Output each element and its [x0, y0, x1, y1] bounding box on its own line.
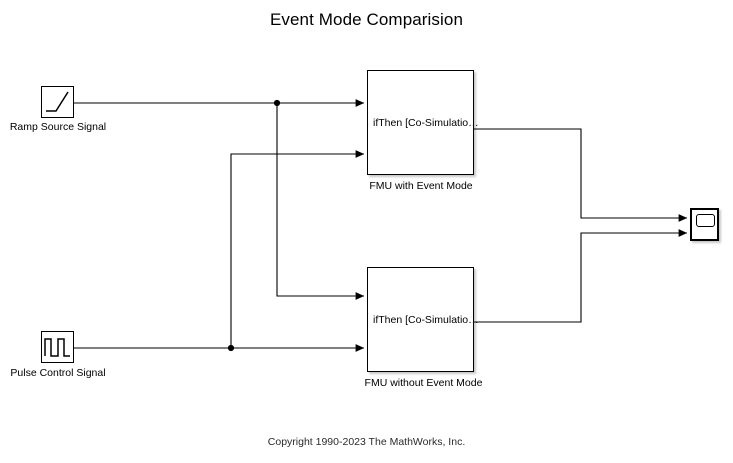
fmu-without-event-mode-caption: FMU without Event Mode — [364, 377, 483, 389]
signal-ramp-branch-to-fmu-no-event — [276, 103, 365, 300]
fmu-without-event-mode-label: ifThen [Co-Simulatio… — [373, 313, 479, 326]
fmu-with-event-mode-label: ifThen [Co-Simulatio… — [373, 116, 479, 129]
ramp-source-caption: Ramp Source Signal — [9, 121, 107, 133]
fmu-with-event-mode-block[interactable]: ifThen [Co-Simulatio… — [367, 70, 479, 175]
copyright-notice: Copyright 1990-2023 The MathWorks, Inc. — [267, 436, 466, 448]
signal-fmu-event-to-scope — [474, 128, 688, 222]
signal-fmu-no-event-to-scope — [474, 229, 688, 323]
ramp-source-block[interactable] — [41, 86, 74, 118]
signal-pulse-branch-to-fmu-event — [230, 150, 365, 348]
scope-icon — [696, 214, 715, 227]
scope-block[interactable] — [690, 208, 719, 241]
fmu-without-event-mode-block[interactable]: ifThen [Co-Simulatio… — [367, 267, 479, 372]
junction-dot-ramp — [273, 99, 281, 107]
page-title: Event Mode Comparision — [269, 10, 464, 29]
pulse-icon — [44, 338, 70, 357]
junction-dot-pulse — [227, 344, 235, 352]
ramp-icon — [46, 91, 69, 112]
fmu-with-event-mode-caption: FMU with Event Mode — [369, 180, 473, 192]
pulse-source-block[interactable] — [41, 331, 74, 363]
pulse-source-caption: Pulse Control Signal — [10, 367, 106, 379]
